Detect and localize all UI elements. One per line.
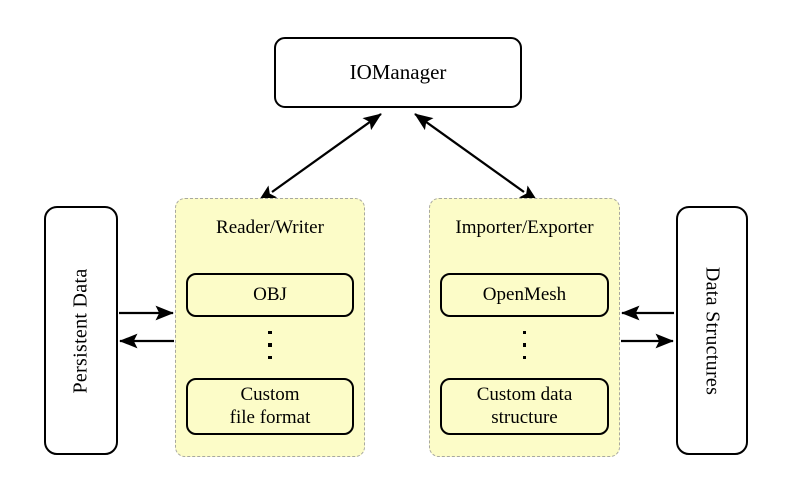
custom-data-structure-line2: structure xyxy=(491,406,558,428)
persistent-data-label: Persistent Data xyxy=(69,267,92,394)
node-custom-data-structure[interactable]: Custom data structure xyxy=(440,378,609,435)
group-reader-writer-title: Reader/Writer xyxy=(216,217,324,238)
data-structures-node[interactable]: Data Structures xyxy=(676,206,748,455)
ellipsis-dot xyxy=(268,343,272,347)
connector-manager-importerexporter xyxy=(414,113,539,203)
io-manager-node[interactable]: IOManager xyxy=(274,37,522,108)
node-openmesh[interactable]: OpenMesh xyxy=(440,273,609,317)
group-importer-exporter-title: Importer/Exporter xyxy=(455,217,594,238)
node-custom-file-format-label: Custom file format xyxy=(230,384,311,430)
ellipsis-dot xyxy=(522,355,527,360)
node-obj-label: OBJ xyxy=(253,283,287,305)
group-importer-exporter[interactable]: Importer/Exporter OpenMesh Custom data s… xyxy=(429,198,620,457)
importer-exporter-ellipsis xyxy=(430,331,619,360)
reader-writer-ellipsis xyxy=(176,331,364,360)
group-reader-writer[interactable]: Reader/Writer OBJ Custom file format xyxy=(175,198,365,457)
node-custom-data-structure-label: Custom data structure xyxy=(477,384,573,430)
node-obj[interactable]: OBJ xyxy=(186,273,354,317)
persistent-data-node[interactable]: Persistent Data xyxy=(44,206,118,455)
data-structures-label: Data Structures xyxy=(701,266,724,395)
node-custom-file-format[interactable]: Custom file format xyxy=(186,378,354,435)
ellipsis-dot xyxy=(268,331,272,335)
ellipsis-dot xyxy=(268,355,272,360)
ellipsis-dot xyxy=(522,331,527,335)
io-manager-label: IOManager xyxy=(349,60,447,85)
custom-data-structure-line1: Custom data xyxy=(476,383,573,405)
custom-file-format-line1: Custom xyxy=(240,383,300,405)
node-openmesh-label: OpenMesh xyxy=(482,283,567,305)
custom-file-format-line2: file format xyxy=(229,406,311,428)
connector-manager-readerwriter xyxy=(257,113,382,203)
ellipsis-dot xyxy=(522,343,527,347)
